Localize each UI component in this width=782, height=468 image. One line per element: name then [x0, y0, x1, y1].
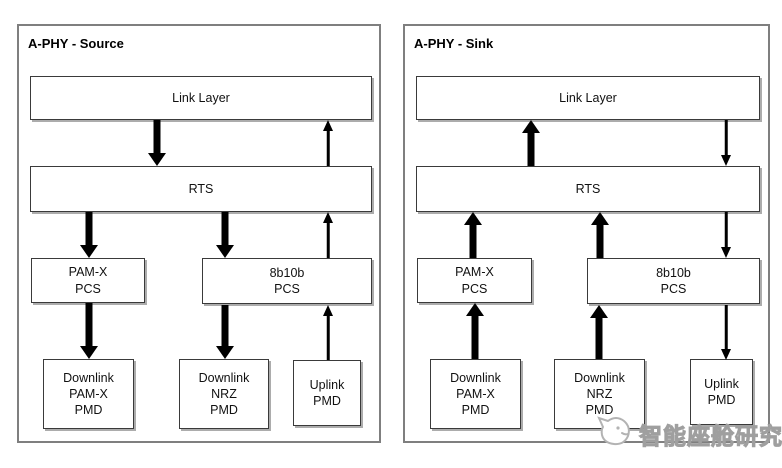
node-sink-8b10b-pcs: 8b10b PCS	[587, 258, 760, 304]
arrow-sink-8b10b-pcs-to-rts	[591, 212, 609, 258]
panel-aphy-source: A-PHY - Source Link Layer RTS PAM-X PCS …	[17, 24, 381, 443]
node-sink-downlink-pamx-pmd: Downlink PAM-X PMD	[430, 359, 521, 429]
node-sink-uplink-pmd: Uplink PMD	[690, 359, 753, 425]
node-source-rts: RTS	[30, 166, 372, 212]
panel-title-source: A-PHY - Source	[28, 36, 124, 51]
arrow-source-rts-to-linklayer-uplink	[322, 120, 334, 166]
arrow-sink-pamx-pcs-to-rts	[464, 212, 482, 258]
arrow-sink-nrz-pmd-to-8b10b-pcs	[590, 305, 608, 359]
arrow-source-8b10b-pcs-to-nrz-pmd	[216, 305, 234, 359]
panel-aphy-sink: A-PHY - Sink Link Layer RTS PAM-X PCS 8b…	[403, 24, 770, 443]
arrow-source-pamx-pcs-to-pamx-pmd	[80, 303, 98, 359]
arrow-sink-pamx-pmd-to-pamx-pcs	[466, 303, 484, 359]
node-source-uplink-pmd: Uplink PMD	[293, 360, 361, 426]
node-source-pamx-pcs: PAM-X PCS	[31, 258, 145, 303]
node-sink-rts: RTS	[416, 166, 760, 212]
arrow-source-rts-to-pamx-pcs	[80, 212, 98, 258]
arrow-sink-8b10b-pcs-to-uplink-pmd	[720, 305, 732, 360]
node-source-8b10b-pcs: 8b10b PCS	[202, 258, 372, 304]
arrow-source-linklayer-to-rts-downlink	[148, 120, 166, 166]
node-sink-downlink-nrz-pmd: Downlink NRZ PMD	[554, 359, 645, 429]
arrow-sink-linklayer-to-rts-uplink	[720, 120, 732, 166]
arrow-sink-rts-to-8b10b-pcs	[720, 212, 732, 258]
node-source-downlink-pamx-pmd: Downlink PAM-X PMD	[43, 359, 134, 429]
node-source-downlink-nrz-pmd: Downlink NRZ PMD	[179, 359, 269, 429]
node-sink-link-layer: Link Layer	[416, 76, 760, 120]
arrow-sink-rts-to-linklayer-downlink	[522, 120, 540, 166]
arrow-source-8b10b-pcs-to-rts	[322, 212, 334, 258]
arrow-source-uplink-pmd-to-8b10b-pcs	[322, 305, 334, 360]
node-sink-pamx-pcs: PAM-X PCS	[417, 258, 532, 303]
node-source-link-layer: Link Layer	[30, 76, 372, 120]
panel-title-sink: A-PHY - Sink	[414, 36, 494, 51]
arrow-source-rts-to-8b10b-pcs	[216, 212, 234, 258]
